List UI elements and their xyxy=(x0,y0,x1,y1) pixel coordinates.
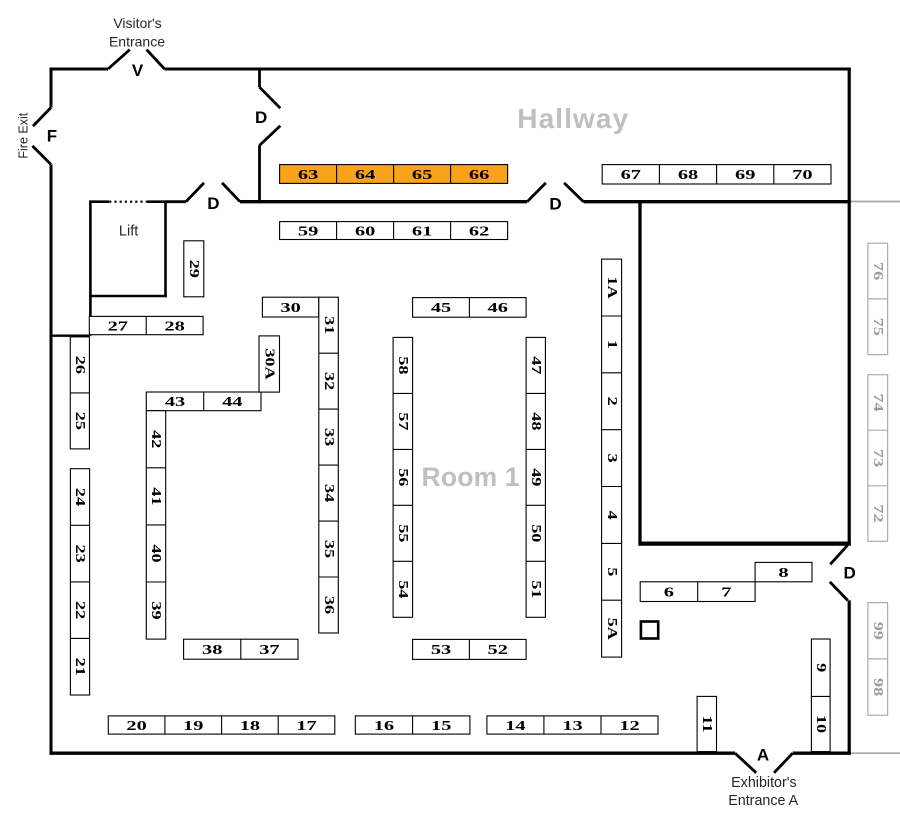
svg-text:9: 9 xyxy=(814,663,828,672)
svg-text:5: 5 xyxy=(604,567,618,576)
svg-text:42: 42 xyxy=(149,430,163,448)
svg-text:64: 64 xyxy=(355,167,376,182)
svg-text:65: 65 xyxy=(412,167,433,182)
svg-text:D: D xyxy=(207,194,219,213)
svg-text:8: 8 xyxy=(778,565,789,580)
svg-text:23: 23 xyxy=(73,544,87,562)
svg-text:1: 1 xyxy=(604,340,618,349)
svg-text:54: 54 xyxy=(396,580,410,598)
svg-text:6: 6 xyxy=(664,585,675,600)
svg-text:49: 49 xyxy=(529,468,543,486)
svg-text:15: 15 xyxy=(431,718,452,733)
svg-text:14: 14 xyxy=(505,718,526,733)
svg-text:66: 66 xyxy=(469,167,490,182)
svg-text:3: 3 xyxy=(604,454,618,463)
svg-text:12: 12 xyxy=(619,718,639,733)
svg-text:73: 73 xyxy=(871,449,885,467)
svg-text:52: 52 xyxy=(488,642,508,657)
svg-text:D: D xyxy=(844,564,856,583)
svg-text:17: 17 xyxy=(296,718,317,733)
svg-text:51: 51 xyxy=(529,580,543,598)
svg-text:11: 11 xyxy=(700,715,714,732)
svg-text:21: 21 xyxy=(73,658,87,676)
svg-text:27: 27 xyxy=(108,319,129,334)
svg-text:62: 62 xyxy=(469,224,489,239)
svg-text:39: 39 xyxy=(149,601,163,619)
svg-text:40: 40 xyxy=(149,544,163,562)
svg-text:37: 37 xyxy=(259,642,280,657)
svg-text:44: 44 xyxy=(222,394,243,409)
svg-text:38: 38 xyxy=(202,642,223,657)
svg-text:29: 29 xyxy=(187,260,201,278)
svg-text:Exhibitor's: Exhibitor's xyxy=(731,775,797,791)
svg-text:68: 68 xyxy=(678,167,699,182)
svg-text:33: 33 xyxy=(321,428,335,446)
svg-text:A: A xyxy=(757,746,769,765)
svg-text:Entrance: Entrance xyxy=(109,33,165,49)
svg-text:60: 60 xyxy=(355,224,375,239)
svg-text:53: 53 xyxy=(431,642,452,657)
svg-text:Fire Exit: Fire Exit xyxy=(17,112,31,158)
svg-text:72: 72 xyxy=(871,504,885,522)
svg-text:26: 26 xyxy=(73,356,87,374)
svg-text:Room 1: Room 1 xyxy=(422,462,520,492)
svg-text:57: 57 xyxy=(396,412,410,430)
svg-text:V: V xyxy=(132,61,144,80)
svg-text:Lift: Lift xyxy=(119,224,138,240)
svg-text:20: 20 xyxy=(126,718,146,733)
svg-text:76: 76 xyxy=(871,262,885,280)
svg-text:2: 2 xyxy=(604,397,618,406)
svg-text:1A: 1A xyxy=(604,276,618,299)
svg-text:56: 56 xyxy=(396,468,410,486)
svg-text:67: 67 xyxy=(621,167,642,182)
svg-text:63: 63 xyxy=(298,167,319,182)
svg-text:Hallway: Hallway xyxy=(517,103,629,134)
svg-text:35: 35 xyxy=(321,540,335,558)
svg-text:D: D xyxy=(549,195,561,214)
svg-text:18: 18 xyxy=(240,718,261,733)
svg-text:74: 74 xyxy=(871,393,885,411)
svg-text:98: 98 xyxy=(871,678,885,696)
svg-text:43: 43 xyxy=(165,394,186,409)
svg-text:47: 47 xyxy=(529,356,543,374)
svg-text:48: 48 xyxy=(529,412,543,430)
svg-text:50: 50 xyxy=(529,524,543,542)
svg-text:61: 61 xyxy=(412,224,432,239)
svg-text:30A: 30A xyxy=(262,348,276,380)
svg-text:D: D xyxy=(255,108,267,127)
svg-text:7: 7 xyxy=(721,585,732,600)
svg-text:13: 13 xyxy=(562,718,583,733)
svg-text:5A: 5A xyxy=(604,618,618,641)
svg-text:F: F xyxy=(47,126,57,145)
svg-text:55: 55 xyxy=(396,524,410,542)
svg-text:70: 70 xyxy=(792,167,812,182)
svg-text:25: 25 xyxy=(73,412,87,430)
svg-text:99: 99 xyxy=(871,622,885,640)
svg-text:28: 28 xyxy=(164,319,185,334)
svg-text:46: 46 xyxy=(488,300,509,315)
svg-text:31: 31 xyxy=(321,316,335,334)
svg-text:34: 34 xyxy=(321,484,335,502)
svg-text:30: 30 xyxy=(280,300,300,315)
svg-text:Visitor's: Visitor's xyxy=(113,15,161,31)
svg-text:22: 22 xyxy=(73,601,87,619)
svg-text:16: 16 xyxy=(374,718,395,733)
svg-text:59: 59 xyxy=(298,224,319,239)
svg-text:58: 58 xyxy=(396,356,410,374)
svg-text:Entrance A: Entrance A xyxy=(728,793,798,809)
svg-text:4: 4 xyxy=(604,510,618,519)
svg-text:10: 10 xyxy=(814,715,828,733)
svg-text:24: 24 xyxy=(73,488,87,506)
svg-text:32: 32 xyxy=(321,372,335,390)
svg-text:75: 75 xyxy=(871,318,885,336)
svg-text:36: 36 xyxy=(321,596,335,614)
svg-text:41: 41 xyxy=(149,487,163,505)
svg-text:69: 69 xyxy=(735,167,756,182)
svg-text:45: 45 xyxy=(431,300,452,315)
svg-text:19: 19 xyxy=(183,718,204,733)
